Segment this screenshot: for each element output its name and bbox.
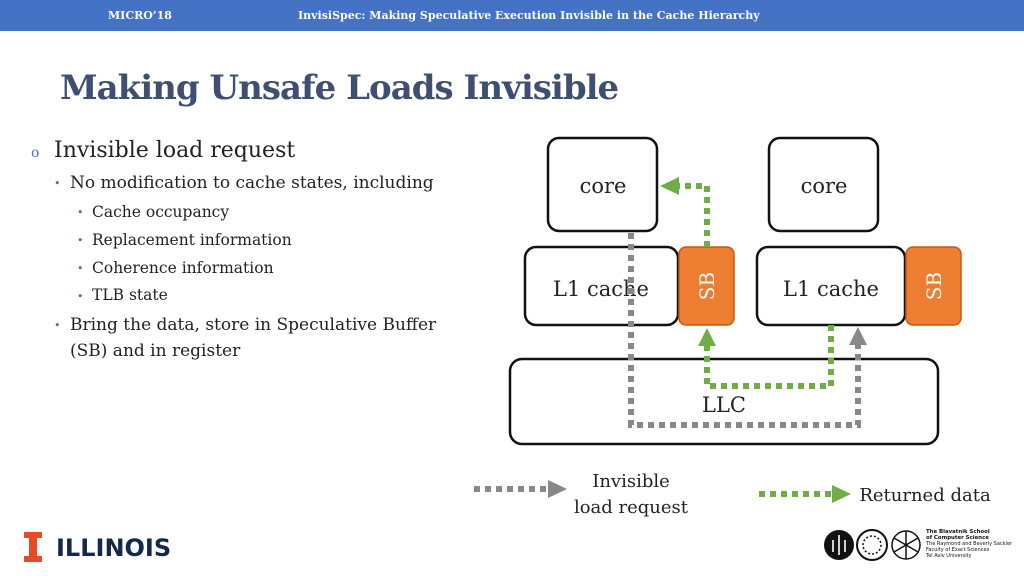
tau-logos: The Blavatnik School of Computer Science…: [824, 529, 1013, 561]
header-bar: MICRO’18 InvisiSpec: Making Speculative …: [0, 0, 1024, 31]
tau-line-1: The Blavatnik School: [926, 529, 990, 535]
sb-right-label: SB: [922, 272, 946, 300]
sb-left-label: SB: [695, 272, 719, 300]
bullet-dot-icon: •: [54, 319, 61, 332]
bullet-item: Replacement information: [92, 231, 292, 249]
legend-invisible-line2: load request: [574, 497, 689, 518]
slide-title: Making Unsafe Loads Invisible: [60, 68, 619, 108]
legend-returned: Returned data: [859, 485, 991, 506]
sb-right-box: [905, 246, 962, 326]
blavatnik-knot-icon: [891, 530, 921, 560]
core-right-box: [767, 136, 880, 233]
bullet-dot-icon: •: [77, 290, 84, 303]
candle-icon: [832, 535, 846, 555]
bullet-dot-icon: •: [77, 262, 84, 275]
returned-data-path-upper: [678, 183, 710, 247]
paper-title: InvisiSpec: Making Speculative Execution…: [298, 9, 760, 22]
conference-label: MICRO’18: [108, 9, 172, 22]
legend-invisible-line1: Invisible: [592, 471, 670, 492]
l1-left-label: L1 cache: [553, 277, 649, 301]
illinois-block-i-icon: [24, 532, 42, 562]
bullet-dot-icon: •: [77, 206, 84, 219]
bullet-sub2-line2: (SB) and in register: [70, 341, 241, 361]
core-right-label: core: [801, 174, 848, 198]
bullet-item: Coherence information: [92, 259, 274, 277]
core-left-label: core: [580, 174, 627, 198]
tau-line-3: The Raymond and Beverly Sackler: [925, 541, 1013, 547]
bullet-main: Invisible load request: [54, 138, 296, 163]
core-left-box: [546, 136, 659, 233]
bullet-sub1: No modification to cache states, includi…: [70, 173, 434, 193]
gray-arrowhead-icon: [849, 327, 867, 345]
returned-data-path-lower: [704, 325, 834, 389]
legend-gray-arrowhead-icon: [548, 480, 567, 498]
green-arrowhead-icon: [660, 177, 679, 195]
green-arrowhead-icon: [698, 328, 716, 346]
illinois-logo: ILLINOIS: [24, 532, 171, 562]
l1-right-label: L1 cache: [783, 277, 879, 301]
faculty-emblem-icon: [856, 529, 888, 561]
l1-left-box: [523, 245, 680, 327]
bullet-item: TLB state: [92, 286, 168, 304]
tau-line-5: Tel Aviv University: [925, 553, 972, 559]
bullet-dot-icon: •: [54, 177, 61, 190]
bullet-item: Cache occupancy: [92, 203, 230, 221]
university-name: ILLINOIS: [56, 534, 171, 562]
tau-line-4: Faculty of Exact Sciences: [926, 547, 990, 553]
tau-line-2: of Computer Science: [926, 535, 989, 541]
bullet-circle-icon: o: [31, 145, 40, 161]
legend-green-arrowhead-icon: [832, 485, 851, 503]
faculty-emblem-inner-icon: [862, 535, 882, 555]
llc-label: LLC: [702, 393, 746, 417]
bullet-dot-icon: •: [77, 234, 84, 247]
bullet-sub2-line1: Bring the data, store in Speculative Buf…: [70, 315, 437, 335]
